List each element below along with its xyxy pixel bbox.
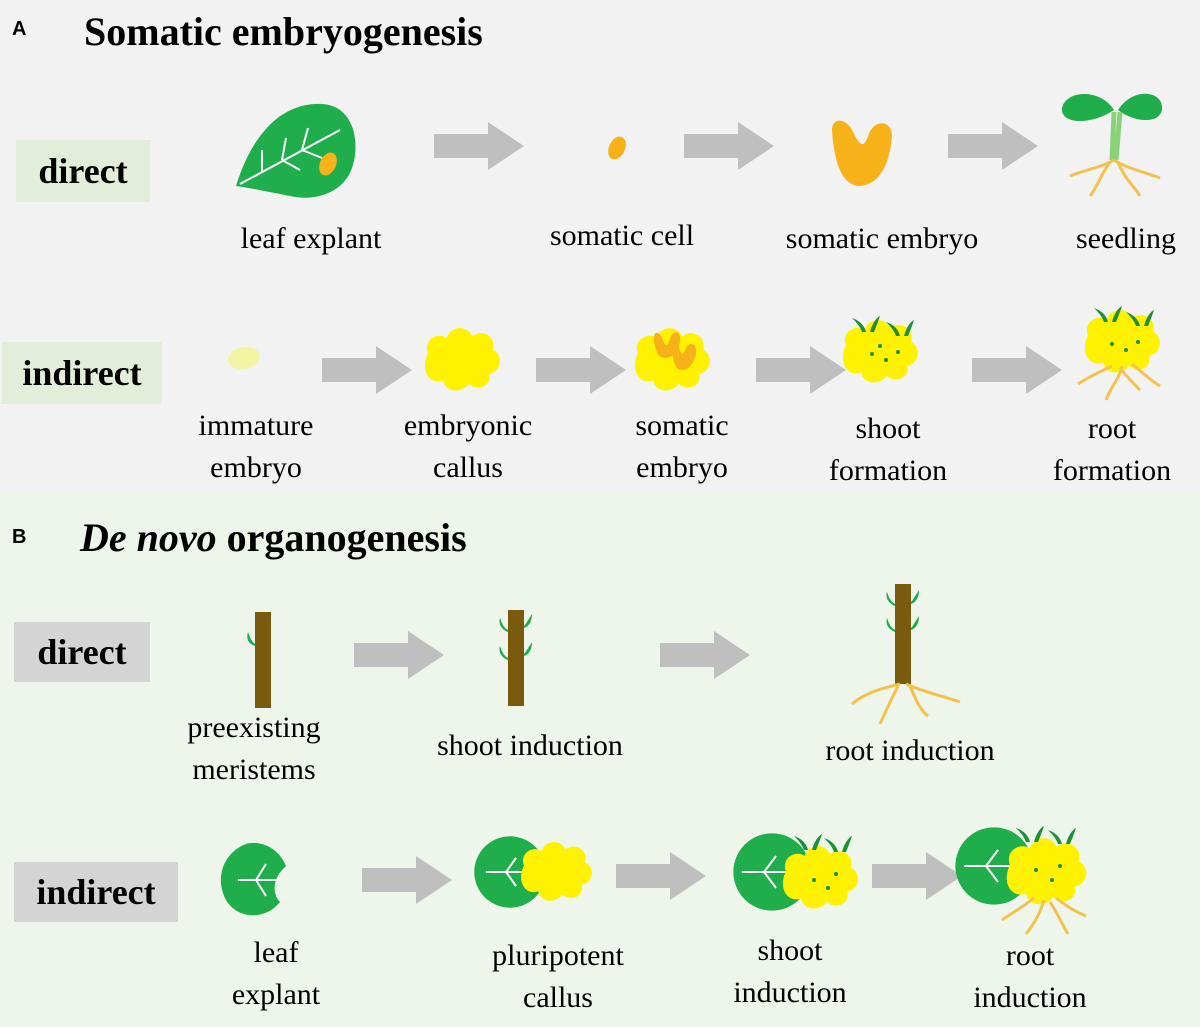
embryonic-callus-icon	[424, 328, 501, 391]
arrow-a-indirect-3	[756, 346, 846, 394]
arrow-a-indirect-4	[972, 346, 1062, 394]
arrow-b-direct-1	[354, 631, 444, 679]
row-label-indirect-b: indirect	[14, 862, 178, 922]
preexisting-meristems-icon	[247, 612, 271, 708]
panel-a-letter: A	[12, 18, 27, 40]
shoot-induction-indirect-icon	[733, 833, 859, 911]
panel-b-title-rest: organogenesis	[216, 515, 467, 560]
caption-somatic-cell: somatic cell	[549, 219, 695, 252]
leaf-explant-b-icon	[220, 842, 286, 916]
arrow-b-indirect-1	[362, 856, 452, 904]
root-induction-direct-icon	[851, 584, 961, 725]
panel-b-title-italic: De novo	[80, 515, 217, 560]
caption-seedling: seedling	[1076, 222, 1176, 255]
panel-a-title: Somatic embryogenesis	[84, 9, 483, 54]
panel-b-de-novo-organogenesis: B De novo organogenesis direct indirect …	[0, 492, 1200, 1027]
panel-a-somatic-embryogenesis: A Somatic embryogenesis direct indirect …	[0, 0, 1200, 492]
arrow-a-indirect-2	[536, 346, 626, 394]
arrow-b-direct-2	[660, 631, 750, 679]
root-induction-indirect-icon	[955, 826, 1087, 935]
row-label-direct-a: direct	[16, 140, 150, 202]
row-label-indirect-a: indirect	[2, 342, 162, 404]
arrow-a-indirect-1	[322, 346, 412, 394]
somatic-embryo-callus-icon	[634, 328, 711, 391]
shoot-induction-direct-icon	[499, 610, 532, 706]
arrow-a-direct-2	[684, 122, 774, 170]
panel-b-title: De novo organogenesis	[80, 514, 467, 561]
row-label-direct-b: direct	[14, 622, 150, 682]
seedling-icon	[1061, 93, 1163, 197]
caption-root-induction-direct: root induction	[825, 734, 995, 767]
caption-leaf-explant: leaf explant	[240, 222, 382, 255]
caption-shoot-induction-direct: shoot induction	[437, 729, 623, 762]
caption-somatic-embryo: somatic embryo	[785, 222, 979, 255]
arrow-b-indirect-2	[616, 852, 706, 900]
panel-b-letter: B	[12, 526, 27, 548]
somatic-embryo-icon	[832, 120, 892, 186]
leaf-explant-icon	[236, 103, 356, 198]
arrow-a-direct-1	[434, 122, 524, 170]
somatic-cell-icon	[608, 136, 626, 160]
pluripotent-callus-icon	[474, 836, 592, 908]
arrow-a-direct-3	[948, 122, 1038, 170]
shoot-formation-icon	[842, 316, 919, 383]
immature-embryo-icon	[228, 346, 260, 370]
root-formation-icon	[1077, 306, 1161, 401]
arrow-b-indirect-3	[872, 852, 962, 900]
